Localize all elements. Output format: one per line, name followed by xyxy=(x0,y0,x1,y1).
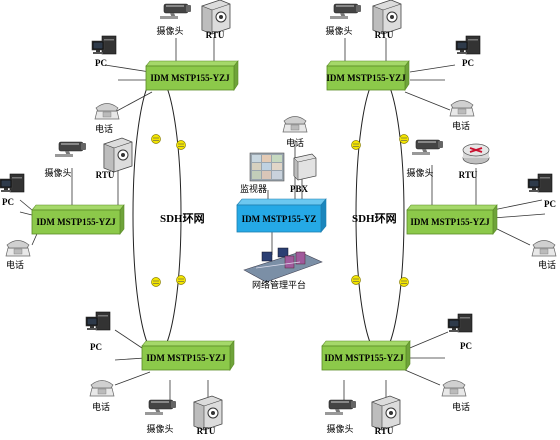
ring-node xyxy=(176,140,186,150)
node-label: IDM MSTP155-YZJ xyxy=(150,73,230,83)
pc-label: PC xyxy=(95,58,107,68)
rtu-label: RTU xyxy=(459,170,478,180)
rtu-label: RTU xyxy=(375,30,394,40)
ring-node xyxy=(399,134,409,144)
node-right-bot[interactable]: IDM MSTP155-YZJ xyxy=(321,340,411,371)
phone-icon xyxy=(282,116,308,133)
phone-icon xyxy=(94,103,120,120)
pc-icon xyxy=(85,311,111,331)
camera-icon xyxy=(144,399,177,416)
phone-label: 电话 xyxy=(95,123,113,134)
ring-node xyxy=(351,140,361,150)
phone-icon xyxy=(89,380,115,397)
camera-icon xyxy=(329,3,362,20)
pc-icon xyxy=(0,173,25,193)
rtu-label: RTU xyxy=(375,426,394,436)
ring-node xyxy=(176,275,186,285)
monitor-label: 监视器 xyxy=(240,183,267,194)
camera-icon xyxy=(54,141,87,158)
camera-label: 摄像头 xyxy=(325,25,352,36)
pc-label: PC xyxy=(462,58,474,68)
camera-icon xyxy=(159,3,192,20)
pc-icon xyxy=(527,173,553,193)
rtu-label: RTU xyxy=(206,30,225,40)
node-label: IDM MSTP155-YZ xyxy=(242,214,317,224)
ring-node xyxy=(351,275,361,285)
node-center[interactable]: IDM MSTP155-YZ xyxy=(236,198,327,233)
monitor-icon xyxy=(249,152,285,182)
phone-icon xyxy=(5,240,31,257)
node-label: IDM MSTP155-YZJ xyxy=(36,217,116,227)
node-label: IDM MSTP155-YZJ xyxy=(326,73,406,83)
ring-node xyxy=(399,277,409,287)
pbx-label: PBX xyxy=(290,184,309,194)
pc-label: PC xyxy=(460,341,472,351)
rtu-label: RTU xyxy=(96,170,115,180)
phone-label: 电话 xyxy=(6,259,24,270)
node-right-mid[interactable]: IDM MSTP155-YZJ xyxy=(406,204,498,235)
rtu-icon xyxy=(372,0,402,35)
pc-label: PC xyxy=(544,199,556,209)
node-left-mid[interactable]: IDM MSTP155-YZJ xyxy=(31,204,125,235)
camera-label: 摄像头 xyxy=(44,167,71,178)
pc-icon xyxy=(447,313,473,333)
ring-node xyxy=(151,277,161,287)
camera-label: 摄像头 xyxy=(406,167,433,178)
rtu-icon xyxy=(103,137,133,173)
rtu-icon xyxy=(193,395,223,431)
management-platform-icon xyxy=(243,247,323,283)
camera-icon xyxy=(411,139,444,156)
camera-label: 摄像头 xyxy=(146,423,173,434)
rtu-icon xyxy=(371,395,401,431)
phone-label: 电话 xyxy=(538,259,556,270)
phone-label: 电话 xyxy=(452,401,470,412)
phone-icon xyxy=(531,240,557,257)
rtu-icon xyxy=(201,0,231,35)
rtu-label: RTU xyxy=(197,426,216,436)
phone-icon xyxy=(449,100,475,117)
pbx-icon xyxy=(293,153,317,181)
node-left-bot[interactable]: IDM MSTP155-YZJ xyxy=(141,340,235,371)
left-ring-label: SDH环网 xyxy=(160,212,205,225)
node-label: IDM MSTP155-YZJ xyxy=(410,217,490,227)
node-label: IDM MSTP155-YZJ xyxy=(146,353,226,363)
phone-label: 电话 xyxy=(92,401,110,412)
node-right-top[interactable]: IDM MSTP155-YZJ xyxy=(326,60,410,91)
router-icon xyxy=(462,143,490,165)
phone-label: 电话 xyxy=(286,137,304,148)
ring-node xyxy=(151,134,161,144)
camera-label: 摄像头 xyxy=(156,25,183,36)
node-label: IDM MSTP155-YZJ xyxy=(324,353,404,363)
pc-label: PC xyxy=(90,342,102,352)
phone-icon xyxy=(441,380,467,397)
pc-icon xyxy=(91,35,117,55)
phone-label: 电话 xyxy=(452,120,470,131)
right-ring-label: SDH环网 xyxy=(352,212,397,225)
camera-icon xyxy=(324,399,357,416)
pc-icon xyxy=(455,35,481,55)
camera-label: 摄像头 xyxy=(326,423,353,434)
management-label: 网络管理平台 xyxy=(252,279,306,290)
pc-label: PC xyxy=(2,197,14,207)
node-left-top[interactable]: IDM MSTP155-YZJ xyxy=(145,60,239,91)
